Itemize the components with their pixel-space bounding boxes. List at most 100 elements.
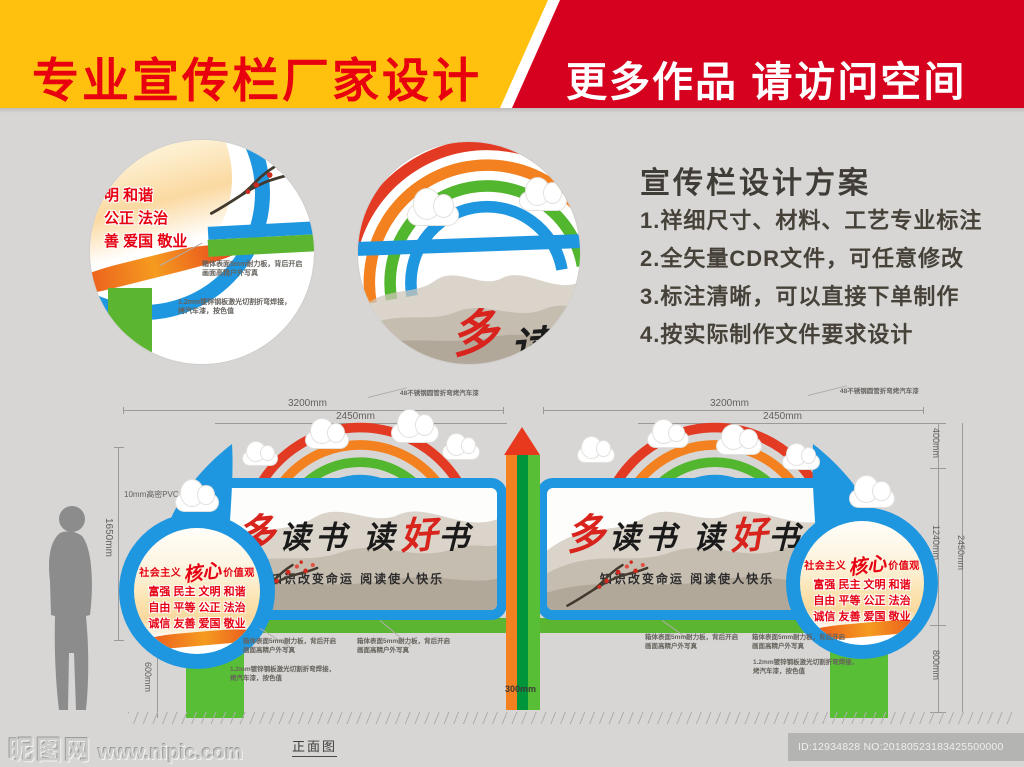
values-rows: 富强 民主 文明 和谐 自由 平等 公正 法治 诚信 友善 爱国 敬业 xyxy=(134,584,260,632)
detail-circle-artwork: 多 读 xyxy=(358,142,580,364)
board-headline: 多 读书 读 好 书 xyxy=(233,502,485,560)
dim-tick xyxy=(503,407,504,414)
cloud-icon xyxy=(520,177,566,210)
headline-hao: 好 xyxy=(398,511,439,559)
right-green-base xyxy=(530,618,822,633)
pvc-note: 10mm高密PVC xyxy=(124,490,179,499)
steel-tube-note-left: 48不锈钢圆管折弯烤汽车漆 xyxy=(400,390,479,397)
note-text: 箱体表面5mm耐力板，背后开启 xyxy=(645,634,739,641)
values-circle-left: 社会主义 核心 价值观 富强 民主 文明 和谐 自由 平等 公正 法治 诚信 友… xyxy=(134,528,260,654)
dim-300: 300mm xyxy=(505,684,537,694)
box-note: 箱体表面5mm耐力板，背后开启 画面高精户外写真 xyxy=(243,638,336,655)
dim-tick xyxy=(114,447,124,448)
cloud-icon xyxy=(243,441,277,465)
image-id-bar: ID:12934828 NO:20180523183425500000 xyxy=(788,733,1024,761)
person-silhouette xyxy=(49,506,92,710)
dim-3200-right: 3200mm xyxy=(710,398,749,409)
calligraphy-du: 读 xyxy=(508,321,554,364)
values-circle-right: 社会主义 核心 价值观 富强 民主 文明 和谐 自由 平等 公正 法治 诚信 友… xyxy=(800,521,924,645)
cloud-icon xyxy=(443,433,479,459)
box-note: 箱体表面5mm耐力板，背后开启 画面高精户外写真 xyxy=(645,634,738,651)
plan-item-2: 2.全矢量CDR文件，可任意修改 xyxy=(640,246,965,271)
dim-tick xyxy=(930,468,946,469)
cloud-icon xyxy=(648,420,688,447)
left-green-base xyxy=(222,618,514,633)
dim-line-600 xyxy=(157,648,158,718)
values-core: 核心 xyxy=(847,552,888,580)
watermark-url: www.nipic.com xyxy=(98,742,243,764)
note-text: 箱体表面5mm耐力板，背后开启 xyxy=(357,638,451,645)
values-row: 诚信 友善 爱国 敬业 xyxy=(148,618,246,630)
dim-line-3200-right xyxy=(543,410,923,411)
note-text: 烤汽车漆，按色值 xyxy=(178,308,234,315)
values-row: 自由 平等 公正 法治 xyxy=(148,602,246,614)
steel-plate-note: 1.2mm镀锌钢板激光切割折弯焊接， 烤汽车漆，按色值 xyxy=(753,659,858,676)
box-note: 箱体表面5mm耐力板，背后开启 画面高精户外写真 xyxy=(357,638,450,655)
headline-dushu: 读书 xyxy=(609,520,681,556)
calligraphy-duo: 多 xyxy=(447,302,503,364)
cloud-icon xyxy=(717,425,761,454)
note-text: 箱体表面5mm耐力板，背后开启 xyxy=(752,634,846,641)
dim-800: 800mm xyxy=(931,650,941,681)
dim-tick xyxy=(543,407,544,414)
values-row: 自由 平等 公正 法治 xyxy=(813,595,911,607)
plan-title: 宣传栏设计方案 xyxy=(640,167,871,200)
dim-line-1650 xyxy=(118,447,119,640)
plan-item-1: 1.祥细尺寸、材料、工艺专业标注 xyxy=(640,208,983,233)
values-core: 核心 xyxy=(182,559,223,587)
material-note: 箱体表面5mm耐力板，背后开启 画面高精户外写真 xyxy=(202,260,302,278)
note-text: 箱体表面5mm耐力板，背后开启 xyxy=(202,261,303,268)
ground-hatch xyxy=(128,712,1012,724)
dim-line-right-outer xyxy=(962,423,963,712)
board-subline: 知识改变命运 阅读使人快乐 xyxy=(599,572,775,586)
values-title: 社会主义 核心 价值观 xyxy=(800,551,924,580)
dim-tick xyxy=(923,407,924,414)
dim-tick xyxy=(930,423,946,424)
note-text: 画面高精户外写真 xyxy=(752,642,804,650)
dim-400: 400mm xyxy=(931,428,941,459)
detail-circle-material: 明 和谐 公正 法治 善 爱国 敬业 箱体表面5mm耐力板，背后开启 画面高精户… xyxy=(90,140,314,364)
dim-line-right-inner xyxy=(938,423,939,712)
cloud-icon xyxy=(408,189,458,225)
steel-plate-note: 1.2mm镀锌钢板激光切割折弯焊接， 烤汽车漆，按色值 xyxy=(230,666,335,683)
pencil-stripe-orange xyxy=(506,455,517,710)
pencil-stripe-green xyxy=(528,455,540,710)
board-headline: 多 读书 读 好 书 xyxy=(563,502,815,560)
note-text: 烤汽车漆，按色值 xyxy=(230,674,282,682)
cloud-icon xyxy=(176,480,218,511)
dim-line-2450-right xyxy=(638,423,930,424)
banner-red-block xyxy=(512,0,1024,108)
dim-2450-total: 2450mm xyxy=(956,535,966,571)
dim-tick xyxy=(114,640,124,641)
cloud-icon xyxy=(392,409,438,442)
note-text: 画面高精户外写真 xyxy=(243,646,295,654)
values-title: 社会主义 核心 价值观 xyxy=(134,558,260,587)
dim-tick xyxy=(123,407,124,414)
dim-600: 600mm xyxy=(143,662,153,693)
headline-du: 读 xyxy=(693,520,729,556)
headline-hao: 好 xyxy=(728,511,769,559)
green-stripe xyxy=(108,288,152,364)
dim-2450-left: 2450mm xyxy=(336,411,375,422)
cloud-icon xyxy=(578,436,614,462)
values-suffix: 价值观 xyxy=(223,568,255,579)
pencil-stripe-darkgreen xyxy=(517,455,528,710)
note-text: 箱体表面5mm耐力板，背后开启 xyxy=(243,638,337,645)
note-text: 烤汽车漆，按色值 xyxy=(753,667,805,675)
dim-tick xyxy=(930,625,946,626)
cloud-icon xyxy=(306,419,348,448)
headline-dushu: 读书 xyxy=(279,520,351,556)
values-suffix: 价值观 xyxy=(888,561,920,572)
pencil-tip xyxy=(504,427,540,455)
dim-2450-right: 2450mm xyxy=(763,411,802,422)
dim-3200-left: 3200mm xyxy=(288,398,327,409)
note-text: 画面高精户外写真 xyxy=(357,646,409,654)
values-prefix: 社会主义 xyxy=(139,568,182,579)
values-rows: 富强 民主 文明 和谐 自由 平等 公正 法治 诚信 友善 爱国 敬业 xyxy=(800,577,924,625)
steel-plate-note: 1.2mm镀锌钢板激光切割折弯焊接， 烤汽车漆，按色值 xyxy=(178,298,291,316)
banner-yellow-block xyxy=(0,0,548,108)
banner-title-right: 更多作品 请访问空间 xyxy=(566,59,967,105)
values-line: 公正 法治 xyxy=(104,210,169,227)
values-line: 明 和谐 xyxy=(104,187,154,204)
